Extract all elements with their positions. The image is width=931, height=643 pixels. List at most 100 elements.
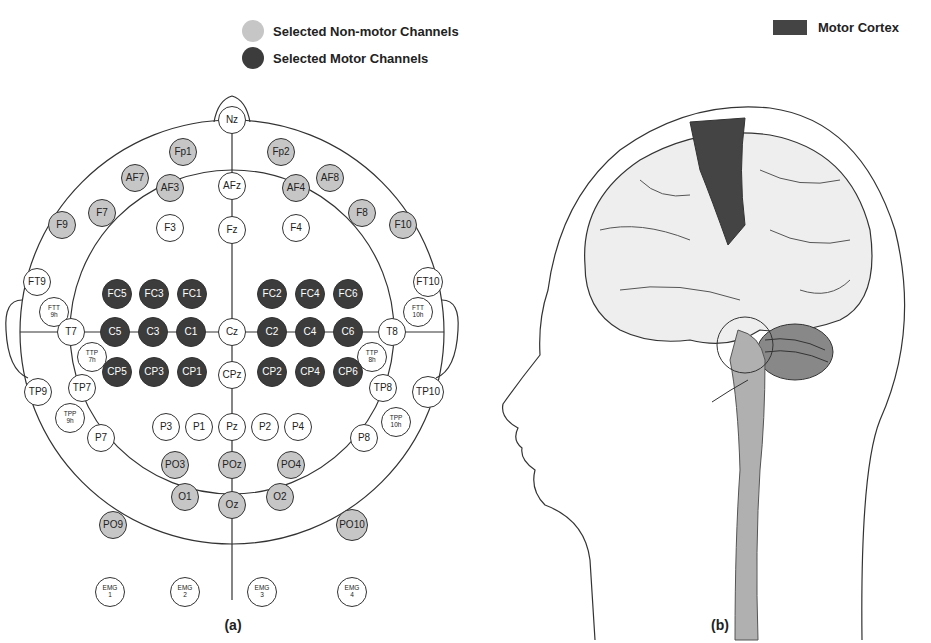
electrode-circle: C6 (333, 317, 363, 347)
electrode-label: PO4 (281, 460, 301, 471)
head-outline (6, 96, 458, 600)
electrode-circle: C3 (138, 317, 168, 347)
electrode-label: Oz (226, 500, 239, 511)
electrode-circle: F3 (156, 214, 184, 242)
electrode-label: F10 (394, 220, 411, 231)
electrode-label: Nz (226, 115, 238, 126)
electrode-circle: TP8 (369, 374, 397, 402)
electrode-label: PO3 (165, 460, 185, 471)
electrode-label: POz (222, 460, 241, 471)
electrode-circle: FC5 (102, 279, 132, 309)
electrode-label: F3 (164, 223, 176, 234)
electrode-label: TP7 (73, 383, 91, 394)
electrode-circle: FT10 (413, 267, 443, 297)
electrode-label: CP2 (262, 367, 281, 378)
electrode-label: C1 (185, 327, 198, 338)
electrode-label: FT9 (28, 277, 46, 288)
electrode-label: FC2 (263, 289, 282, 300)
electrode-circle: TP9 (24, 378, 52, 406)
electrode-label: Fz (226, 225, 237, 236)
electrode-circle: F4 (282, 214, 310, 242)
electrode-circle: POz (218, 451, 246, 479)
electrode-label: TP10 (416, 387, 440, 398)
electrode-label: FTT 9h (44, 305, 64, 319)
electrode-label: TTP 8h (362, 350, 382, 364)
electrode-label: Fp1 (174, 147, 191, 158)
electrode-label: AF8 (321, 173, 339, 184)
electrode-circle: TPP 9h (55, 403, 85, 433)
electrode-circle: O2 (266, 483, 294, 511)
electrode-label: C6 (342, 327, 355, 338)
electrode-label: Pz (226, 422, 238, 433)
electrode-circle: FC1 (177, 279, 207, 309)
electrode-circle: TPP 10h (381, 407, 411, 437)
electrode-label: P4 (292, 422, 304, 433)
electrode-label: AF4 (287, 183, 305, 194)
electrode-circle: P7 (87, 424, 115, 452)
electrode-circle: PO3 (161, 451, 189, 479)
electrode-label: FC1 (183, 289, 202, 300)
panel-label: (a) (224, 617, 241, 633)
electrode-label: TPP 10h (386, 415, 406, 429)
legend-text: Selected Non-motor Channels (273, 24, 459, 39)
electrode-label: P2 (259, 422, 271, 433)
electrode-circle: CP2 (257, 357, 287, 387)
electrode-circle: Fp1 (169, 138, 197, 166)
electrode-label: TPP 9h (60, 411, 80, 425)
electrode-circle: AFz (218, 172, 246, 200)
electrode-circle: O1 (171, 483, 199, 511)
electrode-label: T7 (65, 327, 77, 338)
panel-label: (b) (711, 617, 729, 633)
electrode-label: C4 (304, 327, 317, 338)
electrode-label: FC6 (339, 289, 358, 300)
electrode-circle: T7 (57, 318, 85, 346)
electrode-label: TP9 (29, 387, 47, 398)
electrode-circle: T8 (378, 318, 406, 346)
electrode-circle: FC3 (139, 279, 169, 309)
electrode-circle: Fz (218, 216, 246, 244)
electrode-label: CPz (223, 370, 242, 381)
electrode-label: EMG 1 (100, 585, 120, 599)
electrode-circle: P8 (350, 424, 378, 452)
electrode-circle: PO10 (336, 509, 368, 541)
electrode-circle: EMG 4 (337, 577, 367, 607)
electrode-circle: Pz (218, 413, 246, 441)
electrode-circle: Nz (218, 106, 246, 134)
electrode-label: C3 (147, 327, 160, 338)
electrode-circle: PO9 (99, 511, 127, 539)
electrode-circle: FC4 (295, 279, 325, 309)
electrode-circle: Cz (218, 318, 246, 346)
electrode-circle: P2 (251, 413, 279, 441)
electrode-label: F4 (290, 223, 302, 234)
electrode-circle: CP4 (295, 357, 325, 387)
electrode-label: CP1 (182, 367, 201, 378)
legend-swatch (773, 20, 807, 35)
electrode-label: FC3 (145, 289, 164, 300)
electrode-circle: EMG 3 (247, 577, 277, 607)
electrode-circle: EMG 1 (95, 577, 125, 607)
electrode-circle: AF8 (316, 164, 344, 192)
electrode-label: FC4 (301, 289, 320, 300)
electrode-label: C5 (109, 327, 122, 338)
brain-illustration (503, 107, 905, 640)
electrode-circle: CP1 (177, 357, 207, 387)
electrode-label: TTP 7h (82, 350, 102, 364)
electrode-label: P7 (95, 433, 107, 444)
legend-swatch (242, 47, 264, 69)
electrode-circle: PO4 (277, 451, 305, 479)
electrode-label: F9 (56, 220, 68, 231)
electrode-label: Fp2 (272, 147, 289, 158)
electrode-circle: C4 (295, 317, 325, 347)
electrode-label: F8 (356, 208, 368, 219)
electrode-label: O1 (178, 492, 191, 503)
electrode-circle: CP3 (139, 357, 169, 387)
electrode-label: P8 (358, 433, 370, 444)
electrode-circle: C5 (100, 317, 130, 347)
electrode-circle: AF7 (121, 164, 149, 192)
electrode-circle: Oz (218, 491, 246, 519)
electrode-circle: P4 (284, 413, 312, 441)
electrode-label: AF3 (161, 183, 179, 194)
electrode-circle: AF3 (156, 174, 184, 202)
electrode-label: Cz (226, 327, 238, 338)
electrode-circle: CP5 (102, 357, 132, 387)
